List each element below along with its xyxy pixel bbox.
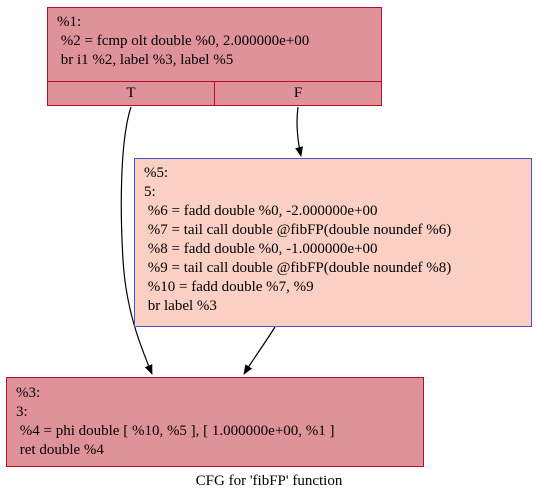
code-line: %8 = fadd double %0, -1.000000e+00: [144, 241, 378, 257]
code-line: %6 = fadd double %0, -2.000000e+00: [144, 203, 378, 219]
code-line: %2 = fcmp olt double %0, 2.000000e+00: [57, 33, 310, 49]
block-5-code: %5: 5: %6 = fadd double %0, -2.000000e+0…: [144, 164, 531, 316]
code-line: br i1 %2, label %3, label %5: [57, 52, 234, 68]
edge-false-to-block-5: [295, 106, 303, 157]
false-port: F: [214, 82, 381, 105]
code-line: %1:: [57, 14, 82, 30]
code-line: ret double %4: [16, 442, 104, 458]
block-1-code: %1: %2 = fcmp olt double %0, 2.000000e+0…: [57, 13, 381, 70]
code-line: 5:: [144, 184, 156, 200]
true-port: T: [126, 85, 136, 101]
code-line: %3:: [16, 385, 41, 401]
code-line: %4 = phi double [ %10, %5 ], [ 1.000000e…: [16, 423, 335, 439]
code-line: br label %3: [144, 298, 217, 314]
block-5-node: %5: 5: %6 = fadd double %0, -2.000000e+0…: [134, 158, 532, 327]
code-line: %7 = tail call double @fibFP(double noun…: [144, 222, 452, 238]
edge-true-to-block-3: [120, 106, 153, 375]
graph-caption: CFG for 'fibFP' function: [195, 473, 343, 489]
code-line: %9 = tail call double @fibFP(double noun…: [144, 260, 452, 276]
branch-ports: T F: [48, 81, 381, 105]
block-3-node: %3: 3: %4 = phi double [ %10, %5 ], [ 1.…: [6, 377, 424, 467]
code-line: %10 = fadd double %7, %9: [144, 279, 314, 295]
block-3-code: %3: 3: %4 = phi double [ %10, %5 ], [ 1.…: [16, 384, 423, 460]
code-line: 3:: [16, 404, 28, 420]
block-1-node: %1: %2 = fcmp olt double %0, 2.000000e+0…: [47, 7, 382, 106]
code-line: %5:: [144, 165, 169, 181]
edge-block-5-to-block-3: [243, 326, 276, 375]
